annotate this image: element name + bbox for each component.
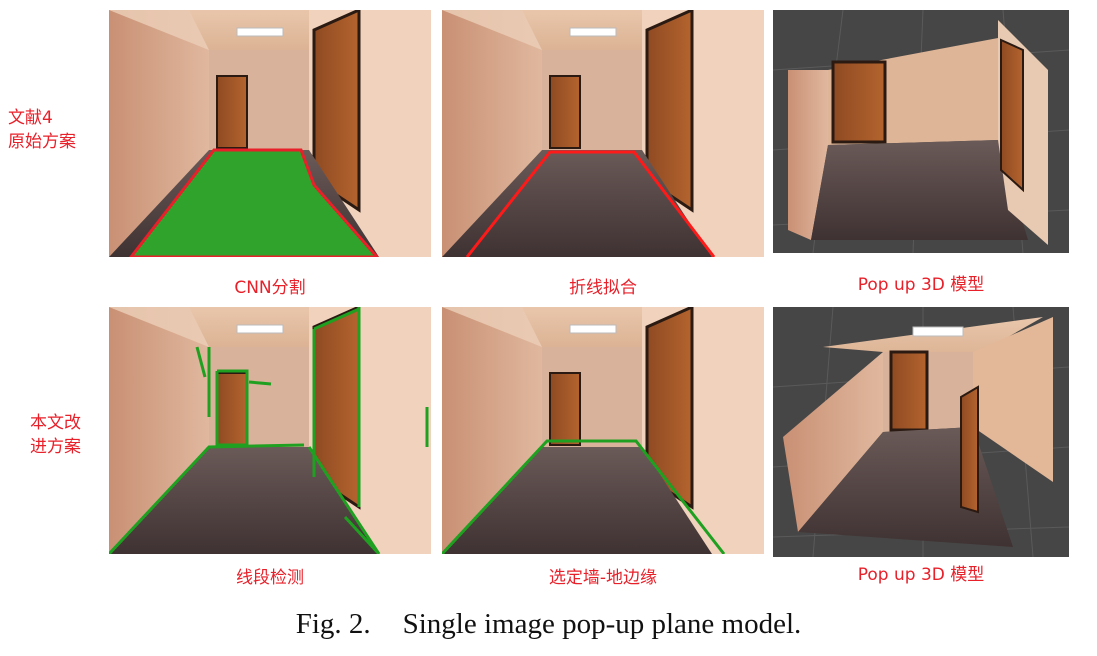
row-label-top: 文献4 原始方案 — [8, 106, 76, 154]
figure-number: Fig. 2. — [295, 608, 371, 640]
caption-popup-top: Pop up 3D 模型 — [857, 275, 985, 295]
caption-popup-bottom: Pop up 3D 模型 — [857, 565, 985, 585]
panel-wall-floor-edge — [442, 307, 764, 554]
panel-popup-3d-bottom — [773, 307, 1069, 557]
detected-line-segments — [109, 307, 429, 554]
row-label-bottom-line2: 进方案 — [30, 437, 81, 457]
panel-polyline-fit — [442, 10, 764, 257]
selected-wall-floor-edge — [442, 439, 726, 554]
panel-popup-3d-top — [773, 10, 1069, 253]
figure-caption: Fig. 2. Single image pop-up plane model. — [0, 608, 1097, 641]
caption-polyline-fit: 折线拟合 — [569, 278, 637, 298]
caption-line-detection: 线段检测 — [236, 568, 304, 588]
caption-wall-floor-edge: 选定墙-地边缘 — [548, 568, 658, 588]
caption-cnn-segmentation: CNN分割 — [234, 278, 306, 298]
row-label-top-line2: 原始方案 — [8, 132, 76, 152]
fitted-polyline — [465, 150, 716, 257]
panel-line-detection — [109, 307, 431, 554]
segmentation-mask — [129, 148, 379, 257]
figure-caption-text: Single image pop-up plane model. — [402, 608, 802, 640]
row-label-bottom: 本文改 进方案 — [30, 411, 81, 459]
row-label-bottom-line1: 本文改 — [30, 413, 81, 433]
row-label-top-line1: 文献4 — [8, 108, 53, 128]
panel-cnn-segmentation — [109, 10, 431, 257]
